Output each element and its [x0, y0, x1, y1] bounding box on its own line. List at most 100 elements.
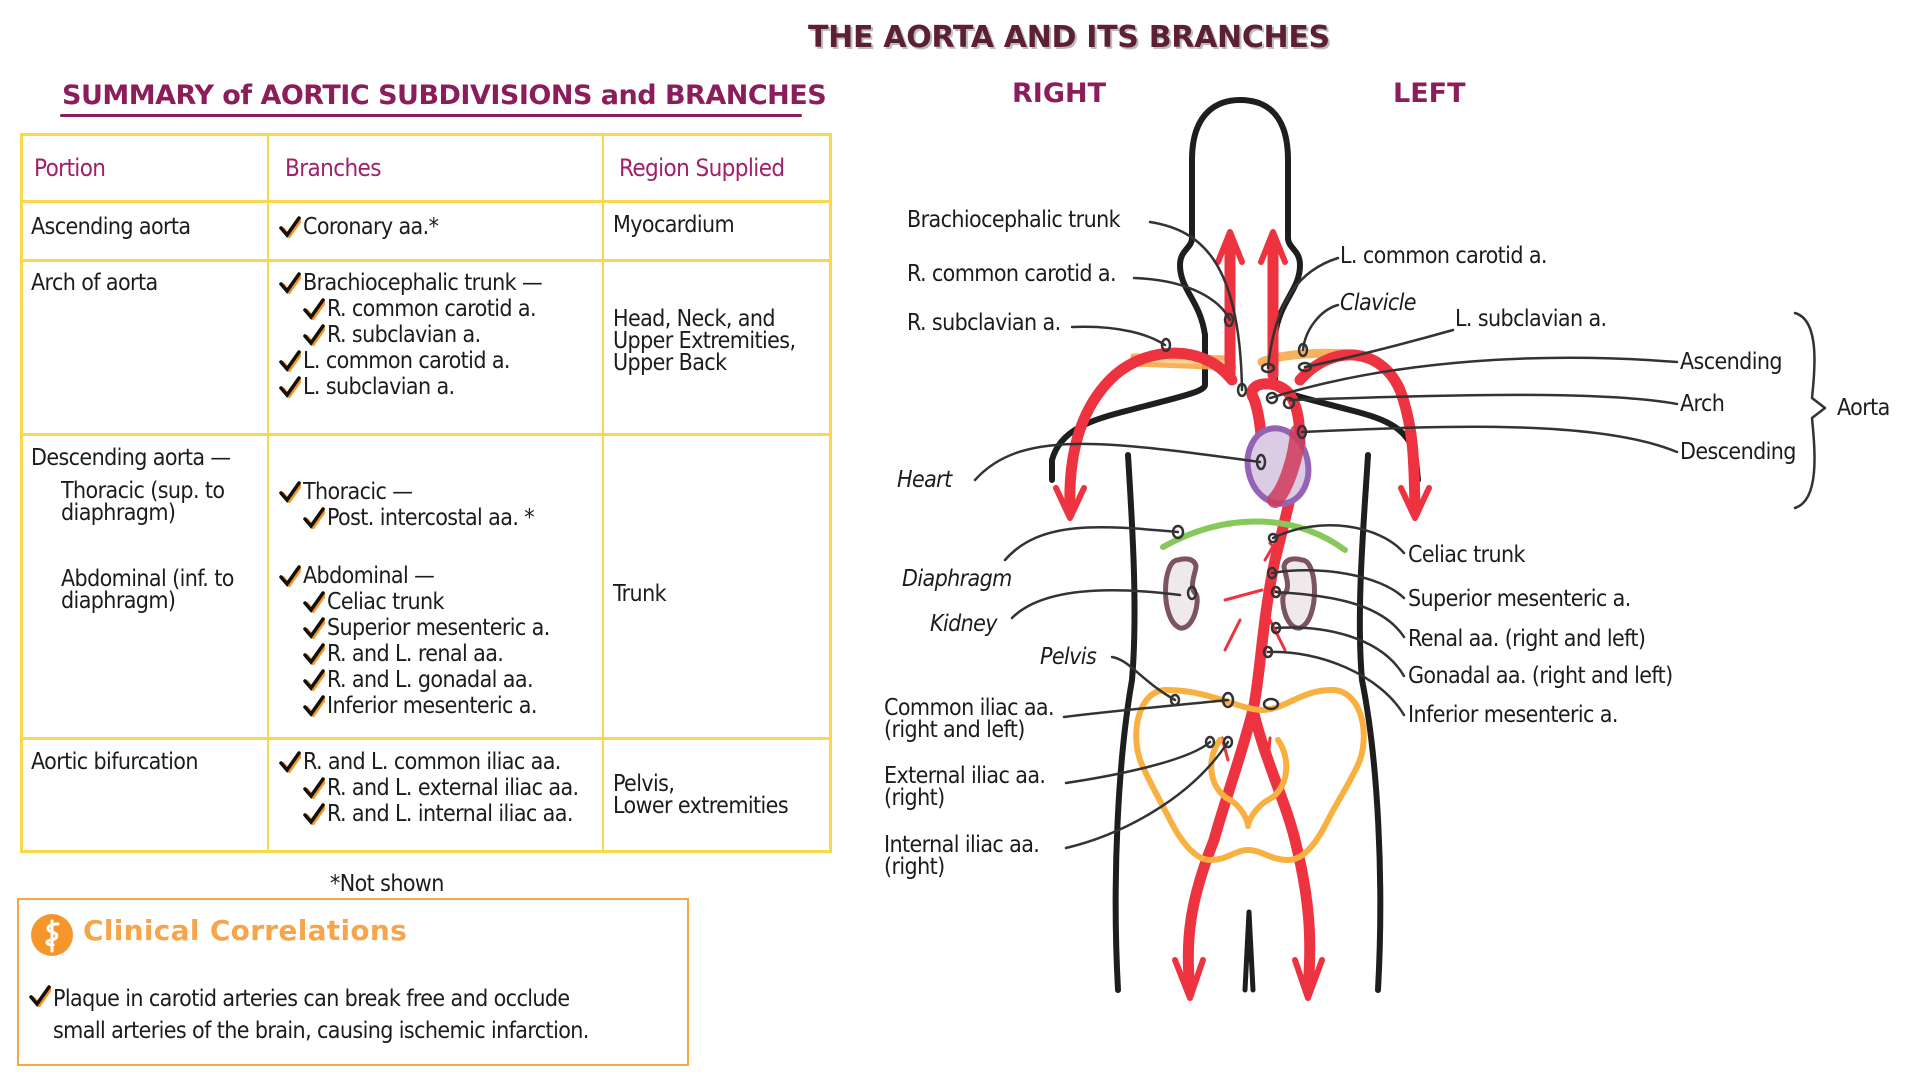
label-r-subclavian: R. subclavian a.: [907, 310, 1061, 336]
branch-item: R. and L. internal iliac aa.: [279, 801, 579, 827]
body-outline-right-side: [1112, 452, 1138, 993]
marker: [1282, 396, 1296, 410]
branch-item: Brachiocephalic trunk —: [279, 270, 543, 296]
leader-external-iliac: [1064, 740, 1212, 785]
portion-line: Ascending aorta: [31, 214, 191, 240]
rod-of-asclepius-icon: [31, 914, 73, 956]
branch-item: L. subclavian a.: [279, 374, 542, 400]
clinical-item: Plaque in carotid arteries can break fre…: [29, 983, 589, 1047]
branch-item: R. and L. gonadal aa.: [279, 667, 550, 693]
check-icon: [29, 983, 51, 1007]
clinical-item-line: small arteries of the brain, causing isc…: [53, 1018, 589, 1044]
leader-r-common-carotid: [1132, 276, 1232, 322]
marker: [1265, 391, 1279, 405]
table-row-divider: [23, 200, 829, 203]
leader-l-common-carotid: [1266, 256, 1340, 370]
body-outline-head: [1177, 97, 1303, 338]
branch-text: L. common carotid a.: [303, 348, 510, 374]
marker: [1267, 532, 1279, 544]
label-gonadal: Gonadal aa. (right and left): [1408, 663, 1673, 689]
portion-line: Descending aorta —: [31, 445, 231, 471]
branch-item: Superior mesenteric a.: [279, 615, 550, 641]
check-icon: [303, 615, 325, 639]
portion-line: Aortic bifurcation: [31, 749, 198, 775]
branch-item: L. common carotid a.: [279, 348, 542, 374]
marker: [1222, 735, 1234, 749]
check-icon: [303, 322, 325, 346]
label-clavicle: Clavicle: [1340, 290, 1417, 316]
label-common-iliac-line: (right and left): [884, 717, 1025, 743]
leader-ascending: [1268, 356, 1679, 400]
celiac-trunk-branch: [1263, 541, 1280, 562]
label-diaphragm: Diaphragm: [902, 566, 1012, 592]
leader-descending: [1300, 425, 1679, 454]
branch-text: R. and L. external iliac aa.: [327, 775, 579, 801]
marker: [1266, 566, 1278, 580]
table-header-region: Region Supplied: [619, 154, 785, 182]
leader-pelvis: [1110, 655, 1177, 702]
branch-item: Abdominal —: [279, 563, 550, 589]
label-ascending: Ascending: [1680, 349, 1783, 375]
table-row-divider: [23, 737, 829, 740]
label-internal-iliac-line: (right): [884, 854, 945, 880]
table-cell-branches: Thoracic —Post. intercostal aa. *Abdomin…: [279, 445, 550, 719]
arrowhead-right-leg: [1172, 957, 1206, 1001]
check-icon: [303, 801, 325, 825]
branch-text: R. and L. gonadal aa.: [327, 667, 534, 693]
marker: [1260, 362, 1276, 374]
aorta-body-diagram: [973, 97, 1827, 1001]
region-line: Myocardium: [613, 212, 735, 238]
branch-text: Inferior mesenteric a.: [327, 693, 537, 719]
label-internal-iliac-line: Internal iliac aa.: [884, 832, 1040, 858]
label-descending: Descending: [1680, 439, 1796, 465]
leader-celiac: [1271, 524, 1406, 555]
branch-text: Celiac trunk: [327, 589, 445, 615]
leader-l-subclavian: [1303, 328, 1455, 369]
branch-item: R. subclavian a.: [279, 322, 542, 348]
table-header-portion: Portion: [34, 154, 106, 182]
branch-text: R. and L. internal iliac aa.: [327, 801, 573, 827]
label-pelvis: Pelvis: [1040, 644, 1097, 670]
leader-common-iliac: [1062, 698, 1230, 719]
check-icon: [303, 667, 325, 691]
left-subclavian-artery: [1294, 349, 1421, 516]
marker: [1221, 691, 1235, 709]
table-header-branches: Branches: [285, 154, 382, 182]
marker: [1262, 645, 1274, 659]
left-common-iliac-artery: [1247, 704, 1316, 996]
arrowhead-right-carotid: [1215, 229, 1245, 265]
leader-internal-iliac: [1064, 740, 1230, 850]
label-external-iliac-line: External iliac aa.: [884, 763, 1046, 789]
table-column-divider: [602, 136, 604, 850]
branch-text: Superior mesenteric a.: [327, 615, 550, 641]
branch-item: Celiac trunk: [279, 589, 550, 615]
table-column-divider: [267, 136, 269, 850]
table-cell-branches: Coronary aa.*: [279, 214, 439, 240]
marker: [1297, 342, 1309, 358]
branch-item: R. and L. external iliac aa.: [279, 775, 579, 801]
check-icon: [303, 641, 325, 665]
marker: [1255, 453, 1267, 471]
check-icon: [279, 348, 301, 372]
branch-item: Thoracic —: [279, 479, 550, 505]
left-side-label: LEFT: [1393, 78, 1466, 109]
check-icon: [303, 505, 325, 529]
check-icon: [279, 749, 301, 773]
label-common-iliac: Common iliac aa. (right and left): [884, 697, 1055, 743]
label-l-common-carotid: L. common carotid a.: [1340, 243, 1547, 269]
portion-line: Abdominal (inf. to: [61, 566, 234, 592]
arrowhead-left-leg: [1292, 957, 1325, 1001]
marker: [1270, 585, 1282, 599]
table-row-divider: [23, 259, 829, 262]
aortic-arch: [1246, 378, 1306, 466]
body-outline-groin: [1242, 909, 1256, 993]
label-external-iliac-line: (right): [884, 785, 945, 811]
summary-title-underline: [60, 114, 802, 117]
check-icon: [303, 296, 325, 320]
branch-text: R. common carotid a.: [327, 296, 537, 322]
check-icon: [279, 214, 301, 238]
summary-title: SUMMARY of AORTIC SUBDIVISIONS and BRANC…: [62, 80, 827, 111]
check-icon: [279, 479, 301, 503]
label-brachiocephalic-trunk: Brachiocephalic trunk: [907, 207, 1121, 233]
